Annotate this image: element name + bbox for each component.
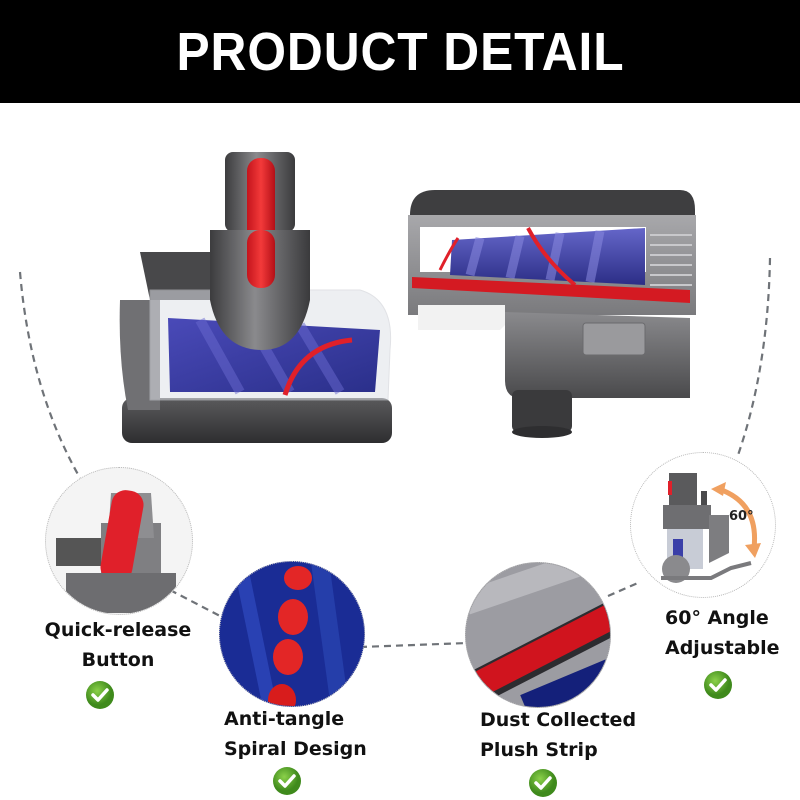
page-title: PRODUCT DETAIL — [175, 21, 625, 82]
header-banner: PRODUCT DETAIL — [0, 0, 800, 103]
feature-label-angle: 60° Angle Adjustable — [665, 607, 780, 659]
feature-image-angle: 60° — [630, 452, 776, 598]
check-icon — [704, 671, 732, 699]
angle-adjust-image — [661, 473, 752, 583]
feature-image-quick-release — [45, 467, 193, 615]
angle-badge: 60° — [729, 509, 754, 524]
feature-label-anti-tangle: Anti-tangle Spiral Design — [224, 708, 367, 760]
anti-tangle-spiral-image — [220, 562, 364, 706]
plush-strip-image — [466, 563, 610, 707]
rotation-arrow-icon — [711, 482, 761, 558]
check-icon — [273, 767, 301, 795]
feature-label-dust-strip: Dust Collected Plush Strip — [480, 709, 637, 761]
feature-label-quick-release: Quick-release Button — [44, 619, 192, 671]
feature-image-anti-tangle — [219, 561, 365, 707]
feature-image-dust-strip — [465, 562, 611, 708]
quick-release-button-image — [56, 490, 176, 613]
check-icon — [529, 769, 557, 797]
check-icon — [86, 681, 114, 709]
